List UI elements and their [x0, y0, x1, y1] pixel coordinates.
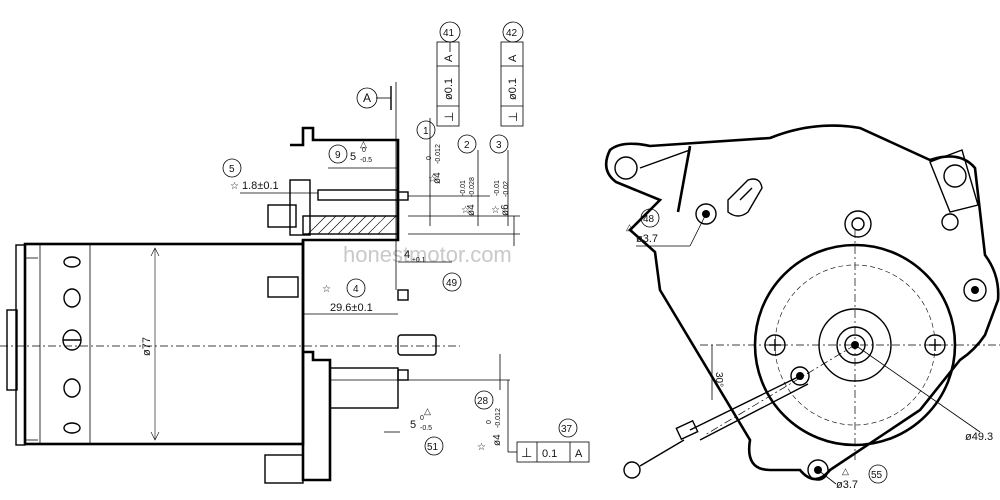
- tolerance-frame-42: 42 A ø0.1 ⊥: [500, 21, 524, 127]
- balloon-49: 49: [446, 278, 458, 289]
- svg-text:-0.012: -0.012: [495, 408, 502, 428]
- hole-51-dim: ø3.7: [836, 479, 858, 491]
- svg-text:-0.01: -0.01: [460, 180, 467, 196]
- side-view: ø77: [0, 21, 590, 484]
- frame-41-symbol: ⊥: [442, 112, 456, 122]
- balloon-41: 41: [443, 28, 455, 39]
- frame-37-datum: A: [575, 448, 583, 460]
- dim-29-6: 29.6±0.1: [330, 302, 373, 314]
- balloon-55: 51: [427, 442, 439, 453]
- svg-text:4: 4: [404, 249, 410, 261]
- svg-text:-0.01: -0.01: [494, 180, 501, 196]
- balloon-9: 9: [335, 150, 341, 161]
- circle-dia-dim: ø49.3: [965, 431, 993, 443]
- dim-shaft3: ø6 -0.01 -0.02 ☆: [491, 180, 511, 216]
- svg-text:☆: ☆: [428, 174, 437, 185]
- dim-shaft1: ø4 0 -0.012 ☆: [426, 144, 443, 185]
- balloon-48: 48: [643, 214, 655, 225]
- angle-30: 30°: [713, 372, 724, 387]
- svg-text:-0.02: -0.02: [503, 181, 510, 197]
- datum-a-label: A: [363, 91, 371, 105]
- frame-42-symbol: ⊥: [506, 112, 520, 122]
- svg-text:0: 0: [420, 415, 424, 422]
- wire-lead: [623, 375, 809, 479]
- svg-text:☆: ☆: [461, 205, 470, 216]
- svg-text:-0.028: -0.028: [469, 177, 476, 197]
- svg-text:☆: ☆: [477, 442, 486, 453]
- flange-offset-dim: 1.8±0.1: [242, 180, 279, 192]
- cross-screw-right: [924, 334, 946, 356]
- datum-a: A: [356, 82, 397, 290]
- svg-text:0: 0: [426, 156, 433, 160]
- mounting-bracket: [6, 244, 38, 446]
- balloon-1: 1: [423, 126, 429, 137]
- svg-text:0: 0: [486, 420, 493, 424]
- svg-text:☆: ☆: [322, 284, 331, 295]
- balloon-42: 42: [506, 28, 518, 39]
- balloon-51: 55: [871, 470, 883, 481]
- tolerance-frame-37: 37 ⊥ 0.1 A: [507, 380, 590, 463]
- dim-shaft2: ø4 -0.01 -0.028 ☆: [460, 177, 477, 216]
- hole-48-dim: ø3.7: [636, 233, 658, 245]
- svg-text:5: 5: [410, 419, 416, 431]
- balloon-2: 2: [464, 140, 470, 151]
- svg-text:△: △: [626, 222, 633, 232]
- svg-text:△: △: [360, 139, 367, 149]
- balloon-5: 5: [229, 164, 235, 175]
- svg-text:☆: ☆: [491, 205, 500, 216]
- svg-text:5: 5: [350, 151, 356, 163]
- balloon-28: 28: [477, 396, 489, 407]
- gearbox-housing: [264, 126, 437, 484]
- balloon-37: 37: [561, 424, 573, 435]
- frame-42-datum: A: [507, 54, 519, 62]
- end-view: 30° 48 △ ø3.7 55 △ ø3.7 ø49.3: [604, 124, 1000, 491]
- motor-can: [23, 242, 305, 446]
- svg-text:-0.012: -0.012: [435, 144, 442, 164]
- frame-37-value: 0.1: [542, 448, 557, 460]
- svg-text:-0.5: -0.5: [420, 425, 432, 432]
- cross-screw-left: [764, 334, 786, 356]
- svg-text:±0.1: ±0.1: [412, 257, 426, 264]
- tolerance-frame-41: 41 A ø0.1 ⊥: [436, 21, 461, 127]
- balloon-3: 3: [496, 140, 502, 151]
- balloon-4: 4: [353, 284, 359, 295]
- body-diameter-label: ø77: [141, 337, 153, 356]
- svg-text:☆: ☆: [230, 181, 239, 192]
- svg-text:ø4: ø4: [492, 434, 503, 446]
- frame-41-value: ø0.1: [443, 78, 455, 100]
- watermark: honestmotor.com: [343, 242, 512, 267]
- frame-37-symbol: ⊥: [521, 445, 532, 460]
- svg-text:△: △: [424, 406, 431, 416]
- frame-41-datum: A: [443, 54, 455, 62]
- frame-42-value: ø0.1: [507, 78, 519, 100]
- svg-text:△: △: [842, 466, 849, 476]
- dim-body-diameter: ø77: [141, 247, 160, 441]
- svg-text:ø4: ø4: [466, 204, 477, 216]
- svg-text:-0.5: -0.5: [360, 157, 372, 164]
- svg-text:ø6: ø6: [500, 204, 511, 216]
- svg-text:ø4: ø4: [432, 172, 443, 184]
- svg-text:0: 0: [362, 147, 366, 154]
